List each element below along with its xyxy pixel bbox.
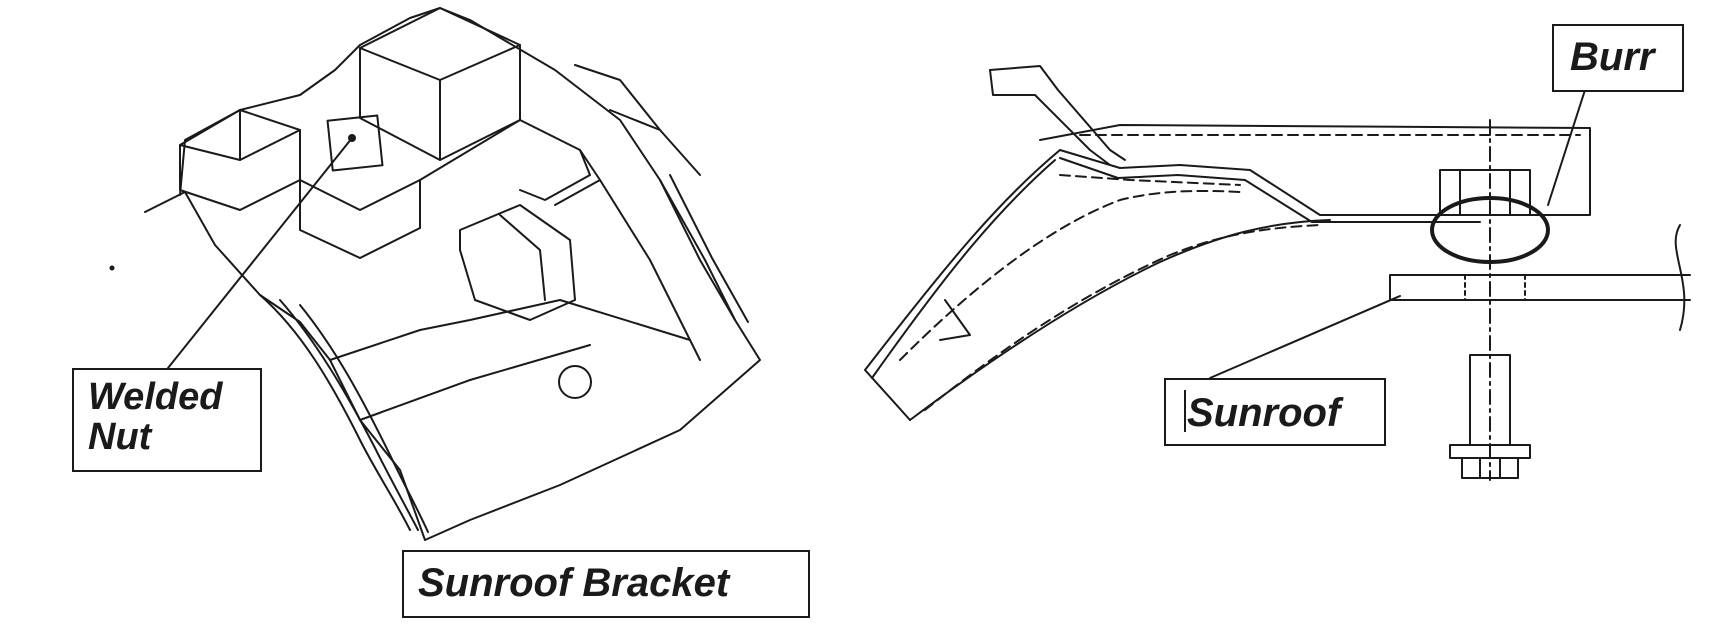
welded-nut-label: Welded Nut <box>72 368 262 472</box>
sunroof-bracket-label-text: Sunroof Bracket <box>418 561 730 605</box>
welded-nut-label-line1: Welded <box>88 376 223 418</box>
sunroof-label-text: Sunroof <box>1187 391 1341 435</box>
sunroof-bracket-drawing <box>109 7 761 541</box>
sunroof-bracket-label: Sunroof Bracket <box>402 550 810 618</box>
burr-leader <box>1547 89 1586 206</box>
text-cursor <box>1184 390 1186 432</box>
nut-hex <box>1439 169 1531 216</box>
burr-label: Burr <box>1552 24 1684 92</box>
sunroof-label: Sunroof <box>1164 378 1386 446</box>
welded-nut-label-line2: Nut <box>88 415 152 458</box>
sunroof-section-drawing <box>864 65 1691 481</box>
welded-nut-leader <box>167 137 353 369</box>
bracket-hole <box>558 365 592 399</box>
sunroof-leader <box>1209 295 1401 379</box>
welded-nut-square <box>326 114 384 172</box>
burr-label-text: Burr <box>1570 35 1655 79</box>
